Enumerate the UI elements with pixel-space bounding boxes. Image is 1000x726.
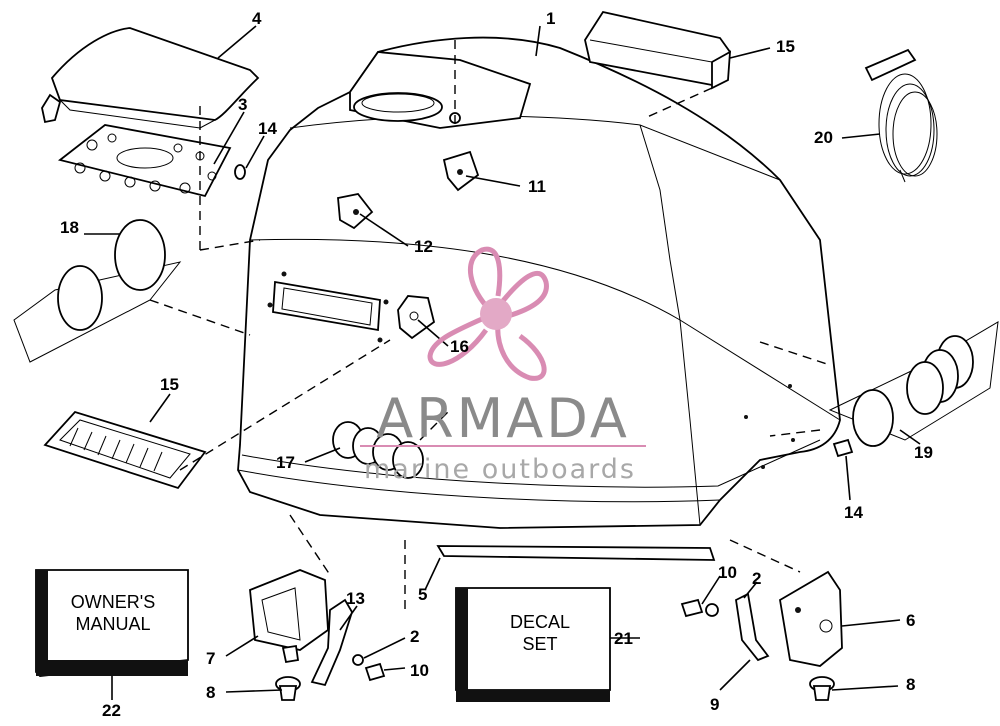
vent-grille-lower-part xyxy=(43,410,207,490)
round-cover-left-part xyxy=(13,219,182,363)
bracket-13-part xyxy=(310,598,353,687)
callout-13: 13 xyxy=(346,589,365,608)
callout-16: 16 xyxy=(450,337,469,356)
armada-watermark: ARMADA marine outboards xyxy=(360,246,646,485)
washer-screw-right xyxy=(680,598,719,618)
owners-manual-box: OWNER'S MANUAL xyxy=(35,569,189,677)
plugs-17-part xyxy=(332,421,424,479)
top-cover-part xyxy=(41,27,260,129)
manual-box-line2: MANUAL xyxy=(75,614,150,634)
callout-22: 22 xyxy=(102,701,121,720)
callout-15-upper: 15 xyxy=(776,37,795,56)
decal-set-box: DECAL SET xyxy=(455,587,611,702)
round-cover-right-part xyxy=(828,321,999,447)
bracket-16-part xyxy=(397,295,436,340)
vent-grille-upper-part xyxy=(584,10,732,90)
callout-4: 4 xyxy=(252,9,262,28)
engine-cowl xyxy=(237,36,841,529)
callout-2-right: 2 xyxy=(752,569,761,588)
grommet-8-left xyxy=(275,676,301,701)
callout-21: 21 xyxy=(614,629,633,648)
callout-19: 19 xyxy=(914,443,933,462)
callout-17: 17 xyxy=(276,453,295,472)
brand-name: ARMADA xyxy=(376,387,630,450)
decal-box-line1: DECAL xyxy=(510,612,570,632)
latch-plate-6-part xyxy=(779,570,843,667)
callout-10-left: 10 xyxy=(410,661,429,680)
brand-tagline: marine outboards xyxy=(364,454,636,485)
callout-10-right: 10 xyxy=(718,563,737,582)
screw-14-lower xyxy=(832,438,854,458)
bracket-12-part xyxy=(337,193,374,230)
decal-box-line2: SET xyxy=(522,634,557,654)
callout-5: 5 xyxy=(418,585,427,604)
callout-8-right: 8 xyxy=(906,675,915,694)
callout-6: 6 xyxy=(906,611,915,630)
washer-screw-left xyxy=(352,654,386,682)
callout-14-upper: 14 xyxy=(258,119,277,138)
callout-14-lower: 14 xyxy=(844,503,863,522)
propeller-logo xyxy=(427,246,549,381)
seal-strip-part xyxy=(436,545,716,561)
manual-box-line1: OWNER'S xyxy=(71,592,155,612)
callout-8-left: 8 xyxy=(206,683,215,702)
callout-7: 7 xyxy=(206,649,215,668)
cable-part xyxy=(864,48,938,183)
callout-15-lower: 15 xyxy=(160,375,179,394)
callout-11: 11 xyxy=(528,177,546,196)
callout-12: 12 xyxy=(414,237,433,256)
grommet-8-right xyxy=(809,676,835,701)
callout-20: 20 xyxy=(814,128,833,147)
bracket-9-part xyxy=(735,592,770,662)
callout-labels: 1 4 3 14 15 20 11 12 16 18 15 17 19 14 5… xyxy=(60,9,933,720)
callout-3: 3 xyxy=(238,95,247,114)
leader-lines xyxy=(84,25,921,700)
screw-14-upper xyxy=(234,164,246,180)
assembly-dashed-lines xyxy=(149,40,831,610)
callout-1: 1 xyxy=(546,9,555,28)
bracket-11-part xyxy=(442,150,480,192)
gasket-part xyxy=(57,124,232,198)
callout-9: 9 xyxy=(710,695,719,714)
callout-2-left: 2 xyxy=(410,627,419,646)
latch-7-part xyxy=(249,569,329,664)
callout-18: 18 xyxy=(60,218,79,237)
